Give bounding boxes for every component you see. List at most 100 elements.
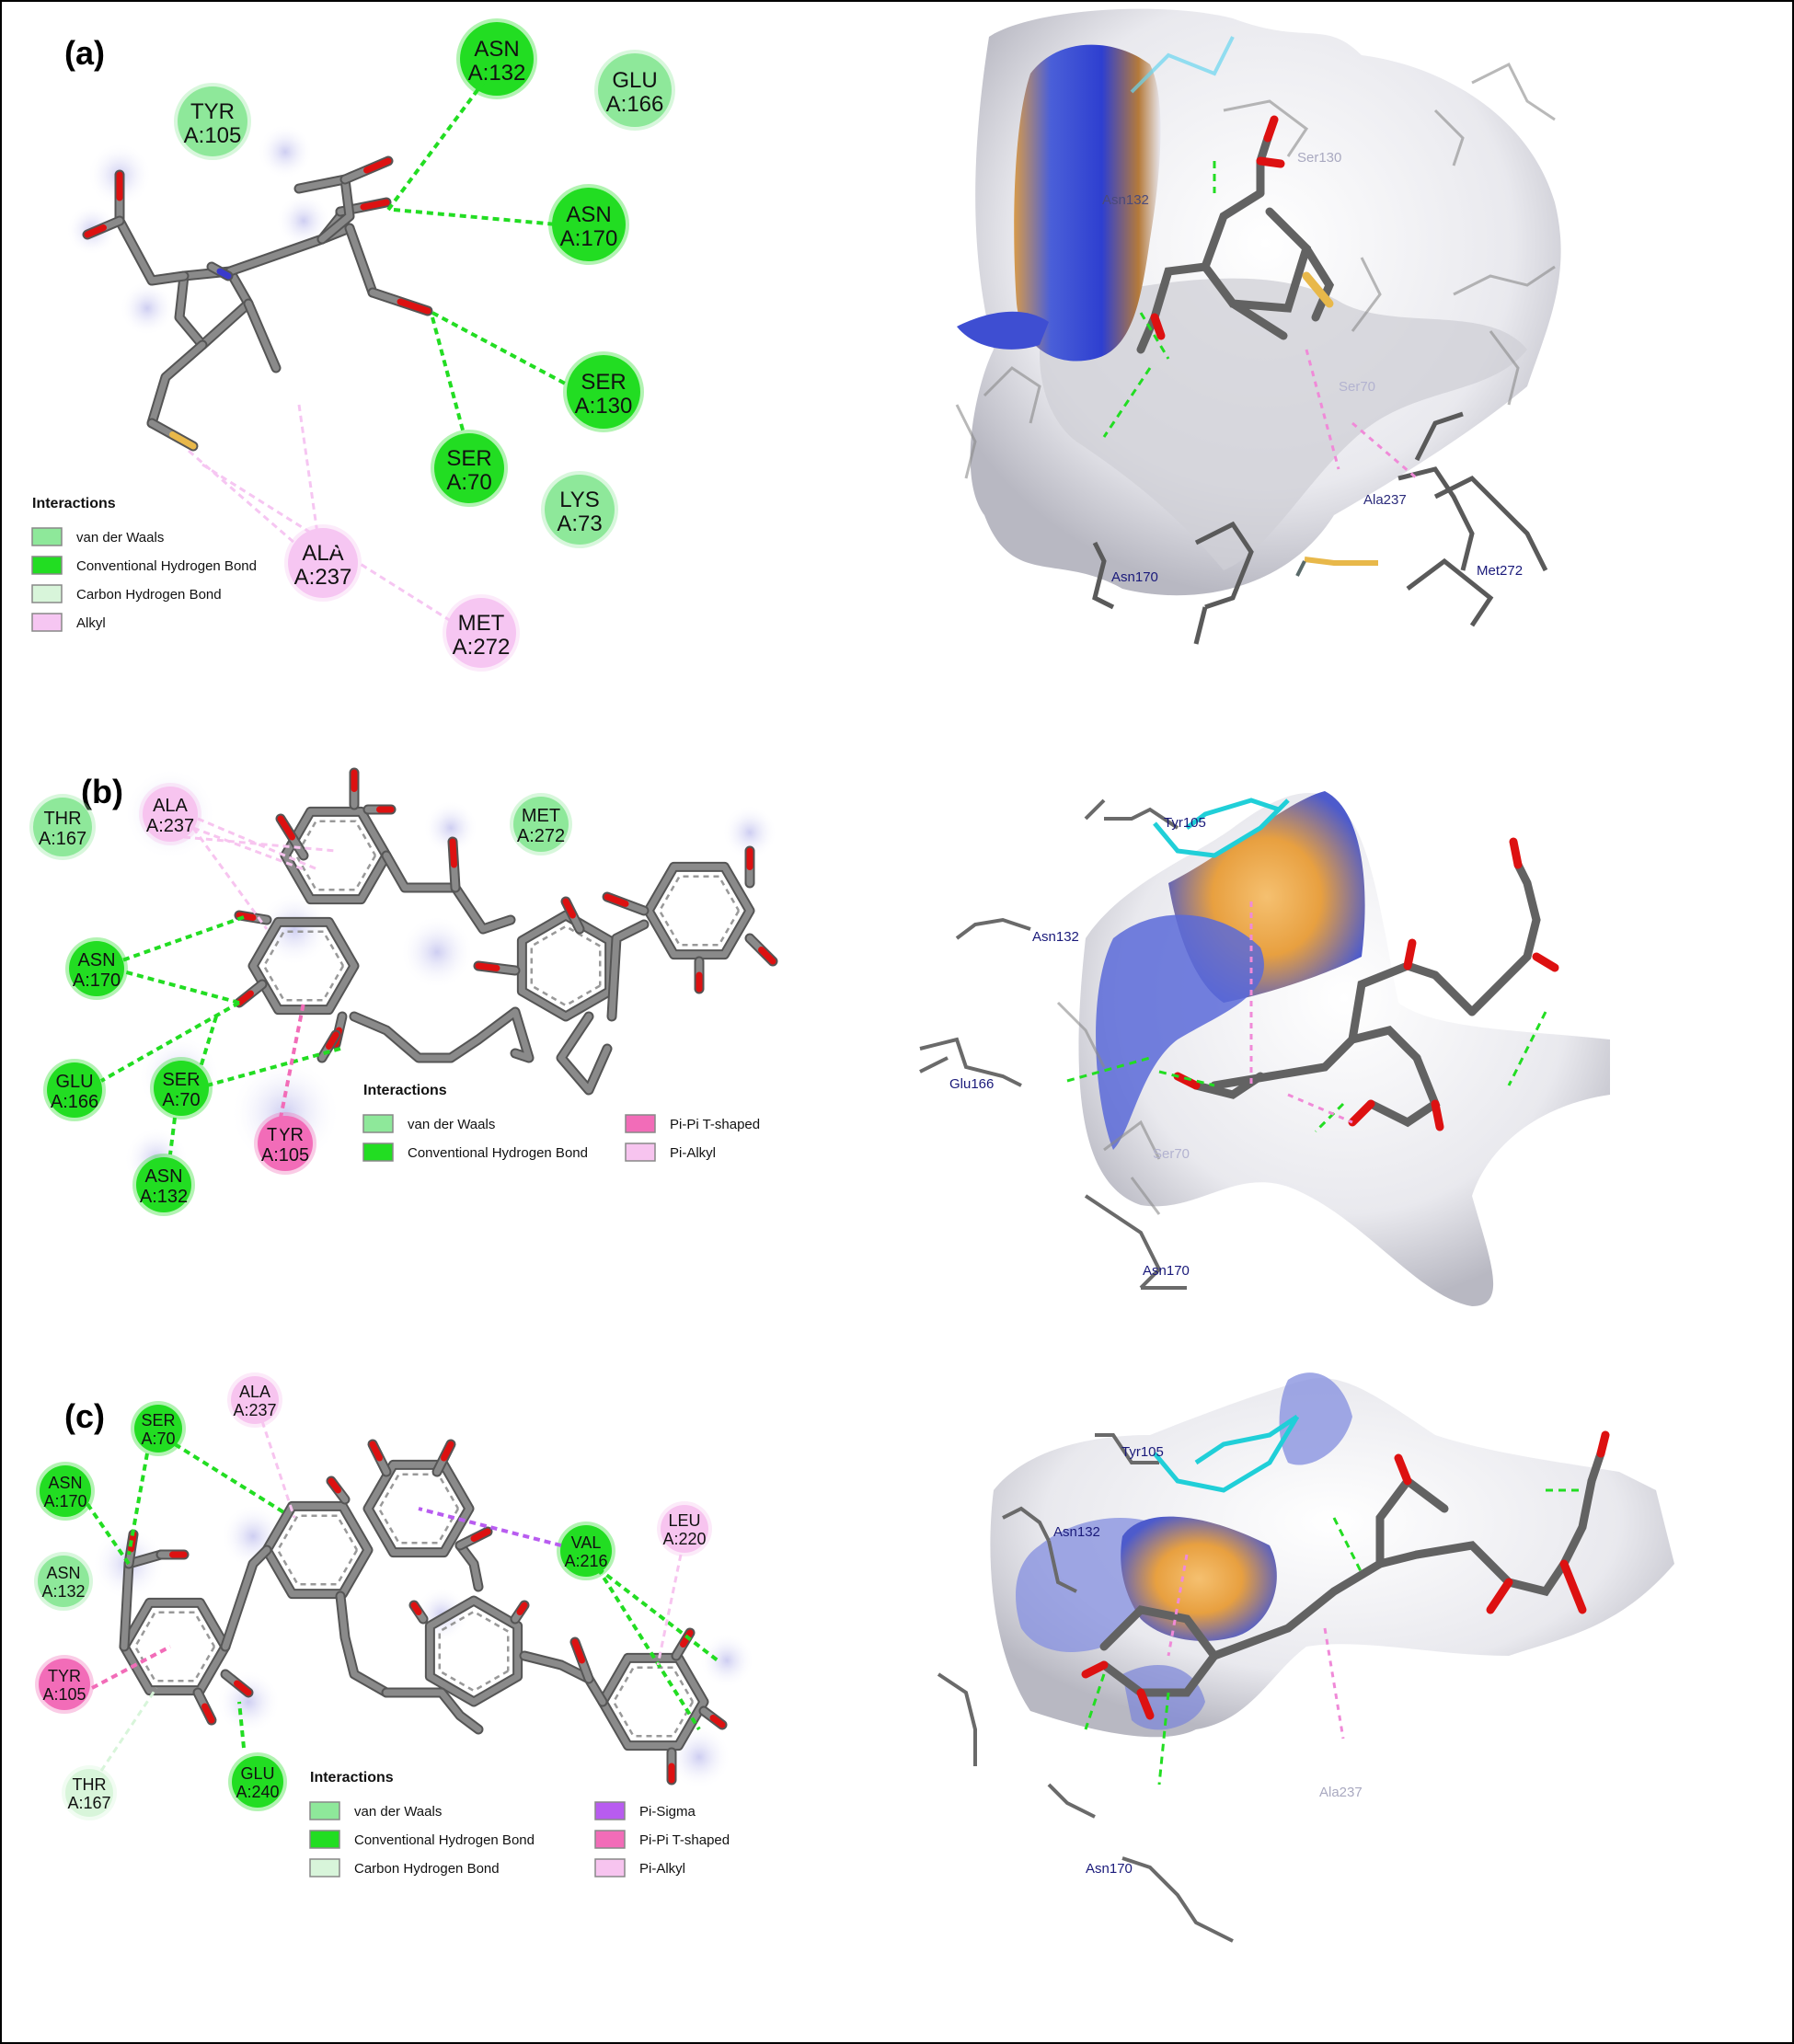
bond-s-x (169, 431, 197, 450)
bond-s-c (148, 419, 176, 438)
solvent-glow (400, 915, 474, 989)
residue-name: ASN (48, 1474, 82, 1492)
residue-number: A:70 (141, 1430, 175, 1448)
interaction-line-chbond (99, 1687, 158, 1772)
interaction-line-pialkyl (260, 1420, 296, 1519)
interaction-line-hbond (431, 316, 466, 438)
residue-number: A:272 (517, 826, 565, 846)
residue-circle (39, 1659, 90, 1710)
residue-label-3d: Ala237 (1319, 1785, 1363, 1800)
residue-circle (232, 1756, 283, 1808)
panel-label: (a) (64, 34, 105, 72)
residue-label-3d: Ser70 (1153, 1146, 1190, 1162)
legend-label: Carbon Hydrogen Bond (354, 1861, 500, 1877)
legend-label: Pi-Sigma (639, 1804, 696, 1820)
carboxyl-chain-outline (114, 215, 190, 286)
residue-name: ASN (77, 950, 115, 970)
panel-a-3d-labels: Asn132 Ser130 Ser70 Ala237 Asn170 Met272 (1102, 150, 1523, 585)
residue-circle (288, 528, 358, 598)
lactone-lower (351, 1008, 533, 1062)
residue-circle (69, 941, 124, 996)
interaction-line-hbond (119, 969, 240, 1005)
bond-oh-x (369, 1441, 383, 1462)
bond-co-c (341, 167, 370, 183)
legend-label: Pi-Pi T-shaped (670, 1117, 760, 1132)
solvent-glow (276, 193, 331, 248)
bond-oh-x (758, 947, 776, 965)
legend-label: Carbon Hydrogen Bond (76, 587, 222, 603)
ring-c-left (121, 1599, 229, 1694)
residue-number: A:132 (468, 61, 526, 86)
residue-label-3d: Asn132 (1053, 1524, 1100, 1540)
ring-b-mid (518, 912, 614, 1020)
residue-number: A:105 (42, 1685, 86, 1704)
residue-name: SER (446, 446, 491, 471)
residue-name: ASN (144, 1166, 182, 1187)
interaction-line-pialkyl (192, 826, 305, 871)
bond-co-x (84, 224, 107, 238)
bond-co-c (622, 901, 648, 914)
residue-label-3d: Glu166 (949, 1076, 994, 1092)
bond-co-x (516, 1602, 528, 1615)
bond-co-c (579, 1657, 592, 1682)
bond-co-x (475, 962, 500, 971)
legend-label: van der Waals (354, 1804, 442, 1820)
residue-circle (154, 1061, 209, 1116)
bond-co-x (410, 1602, 422, 1615)
interaction-line-pipi (91, 1645, 171, 1690)
legend-swatch (594, 1830, 626, 1849)
legend-swatch (31, 613, 63, 632)
residue-name: SER (141, 1411, 175, 1430)
solvent-glow (120, 281, 175, 336)
residue-circle (65, 1769, 113, 1817)
residue-number: A:132 (41, 1582, 85, 1601)
residue-number: A:220 (662, 1530, 706, 1548)
legend-swatch (594, 1858, 626, 1877)
lactone-c-left (337, 1592, 390, 1696)
interaction-line-hbond (431, 311, 571, 388)
residue-name: ALA (302, 541, 343, 566)
residue-name: THR (43, 809, 81, 829)
bond-n-x (216, 268, 232, 280)
residue-circle (552, 188, 626, 261)
bond-co-x (363, 157, 392, 174)
residue-label-3d: Tyr105 (1164, 815, 1206, 831)
solvent-glow (258, 892, 331, 966)
residue-name: SER (581, 370, 626, 395)
legend-swatch (309, 1801, 340, 1820)
legend-swatch (309, 1858, 340, 1877)
bond-oh-x (709, 1715, 726, 1728)
bond-oh-x (236, 912, 257, 921)
residue-number: A:240 (236, 1783, 279, 1801)
residue-name: THR (73, 1775, 107, 1794)
interaction-line-pipi (274, 1002, 305, 1142)
bond-co-x (449, 838, 457, 868)
ring-b-top (282, 808, 390, 903)
bond-oh-x (277, 815, 295, 841)
interaction-line-hbond (119, 915, 245, 963)
legend-label: Conventional Hydrogen Bond (354, 1832, 535, 1848)
bond-oh-x (328, 1477, 341, 1494)
bond-oh-x (236, 990, 254, 1006)
ring-b-sugar (558, 1013, 611, 1094)
interaction-line-hbond (393, 208, 558, 226)
interaction-line-pisigma (418, 1507, 562, 1547)
interaction-line-hbond (237, 1701, 246, 1749)
residue-circle (513, 797, 569, 852)
residue-name: ALA (239, 1383, 270, 1401)
panel-label: (c) (64, 1397, 105, 1435)
interaction-line-hbond (86, 1502, 131, 1566)
residue-label-3d: Asn132 (1102, 192, 1149, 208)
